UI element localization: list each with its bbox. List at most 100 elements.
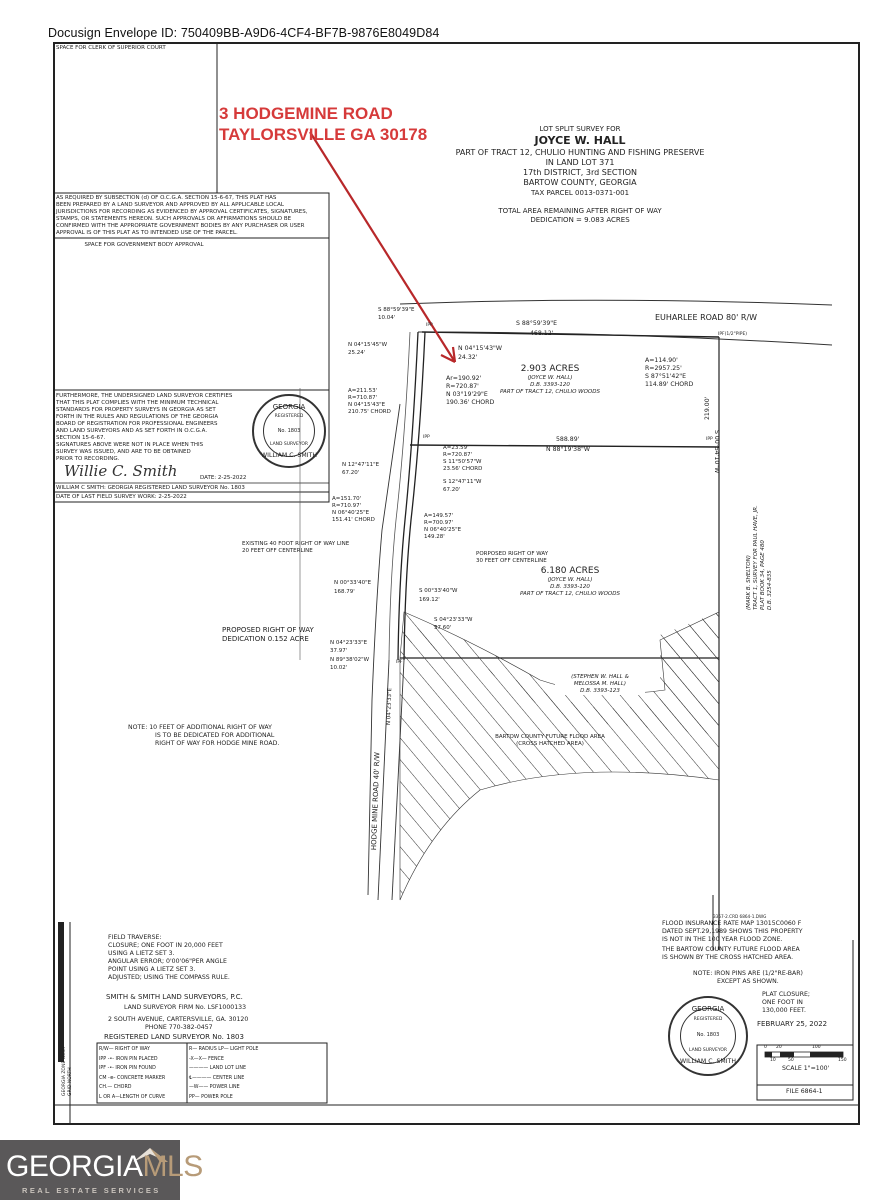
adjacent-east-line: (MARK B. SHELTON): [746, 555, 752, 610]
legend-item: IPF -•- IRON PIN FOUND: [99, 1066, 156, 1071]
ne-curve-arc: A=114.90': [645, 357, 678, 364]
plat-closure-line: 130,000 FEET.: [762, 1007, 806, 1014]
curve-3-arc: A=23.59': [443, 445, 469, 451]
seal-name: WILLIAM C. SMITH: [680, 1058, 736, 1065]
seal-inner-ring: [680, 1008, 736, 1064]
ocga-statement: AS REQUIRED BY SUBSECTION (d) OF O.C.G.A…: [56, 195, 328, 237]
title-survey-for: LOT SPLIT SURVEY FOR: [539, 125, 621, 133]
legend-item: -X—X— FENCE: [189, 1056, 224, 1062]
docusign-envelope-id: Docusign Envelope ID: 750409BB-A9D6-4CF4…: [48, 26, 440, 40]
title-district: 17th DISTRICT, 3rd SECTION: [523, 168, 637, 177]
adjacent-owner-south: (STEPHEN W. HALL & MELOSSA M. HALL) D.B.…: [555, 674, 645, 695]
surveyor-certification: FURTHERMORE, THE UNDERSIGNED LAND SURVEY…: [56, 393, 256, 463]
n3-bearing: N 04°23'33"E: [330, 640, 368, 646]
grid-note-line-2: GRID NORTH: [68, 1067, 73, 1096]
ipf-marker-sw: IPF: [396, 660, 403, 665]
dedication-line-2: DEDICATION 0.152 ACRE: [222, 634, 309, 643]
curve-2-bearing: N 04°15'43"E: [348, 402, 386, 408]
scale-tick-100: 100: [812, 1045, 821, 1050]
plat-date: FEBRUARY 25, 2022: [757, 1020, 828, 1028]
legend-right: R— RADIUS LP— LIGHT POLE -X—X— FENCE ———…: [189, 1045, 258, 1102]
curve-4-arc: A=151.70': [332, 496, 362, 502]
surveyor-seal: GEORGIA REGISTERED No. 1803 LAND SURVEYO…: [252, 394, 326, 468]
n1-distance: 67.20': [342, 470, 360, 476]
curve-4-radius: R=710.97': [332, 503, 362, 509]
flood-area-line-1: BARTOW COUNTY FUTURE FLOOD AREA: [495, 734, 605, 740]
east-distance: 219.00': [704, 396, 711, 420]
flood-area-label: BARTOW COUNTY FUTURE FLOOD AREA (CROSS H…: [470, 734, 630, 748]
legend-item: IPP -•- IRON PIN PLACED: [99, 1056, 158, 1062]
curve-2-radius: R=710.87': [348, 395, 378, 401]
legend-item: ℄———— CENTER LINE: [189, 1075, 245, 1081]
plat-closure: PLAT CLOSURE; ONE FOOT IN 130,000 FEET.: [762, 991, 810, 1015]
scale-tick-20: 20: [776, 1045, 782, 1050]
gov-approval-label: SPACE FOR GOVERNMENT BODY APPROVAL: [84, 242, 204, 248]
title-owner: JOYCE W. HALL: [534, 133, 626, 147]
scale-tick-150: 150: [838, 1058, 847, 1063]
iron-pins-note-1: NOTE: IRON PINS ARE (1/2"RE-BAR): [693, 970, 803, 977]
firm-name: SMITH & SMITH LAND SURVEYORS, P.C.: [106, 993, 243, 1001]
s1-distance: 67.20': [443, 487, 461, 493]
file-reference: 3357-2.CRD 6864-1.DWG: [713, 914, 767, 919]
n2-bearing: N 00°33'40"E: [334, 580, 372, 586]
seal-number: No. 1803: [696, 1032, 720, 1038]
traverse-line: USING A LIETZ SET 3.: [108, 950, 175, 957]
ocga-line: CONFIRMED WITH THE APPROPRIATE GOVERNMEN…: [56, 223, 305, 229]
curve-4: A=151.70' R=710.97' N 06°40'25"E 151.41'…: [332, 496, 375, 524]
certification-line: THAT THIS PLAT COMPLIES WITH THE MINIMUM…: [56, 400, 219, 406]
curve-3-radius: R=720.87': [443, 452, 473, 458]
firm-number: LAND SURVEYOR FIRM No. LSF1000133: [124, 1004, 247, 1011]
mid-distance: 588.89': [556, 436, 580, 443]
curve-3-bearing: S 11°50'57"W: [443, 459, 482, 465]
traverse-line: ANGULAR ERROR; 0'00'06"PER ANGLE: [108, 958, 227, 965]
registered-surveyor-number: REGISTERED LAND SURVEYOR No. 1803: [104, 1033, 244, 1041]
curve-3: A=23.59' R=720.87' S 11°50'57"W 23.56' C…: [443, 445, 482, 473]
tract-1-desc: PART OF TRACT 12, CHULIO WOODS: [500, 389, 600, 395]
tract-2-deed: D.B. 3393-120: [550, 584, 590, 590]
curve-4-bearing: N 06°40'25"E: [332, 510, 370, 516]
adjacent-owner-east: (MARK B. SHELTON) TRACT 1, SURVEY FOR PA…: [746, 505, 774, 610]
n4-distance: 10.02': [330, 665, 348, 671]
ne-curve-bearing: S 87°51'42"E: [645, 373, 687, 380]
total-area-line-1: TOTAL AREA REMAINING AFTER RIGHT OF WAY: [498, 207, 662, 215]
scale-label: SCALE 1"=100': [782, 1065, 830, 1072]
address-line-2: TAYLORSVILLE GA 30178: [219, 125, 428, 144]
east-bearing: S 00°54'10"W: [713, 430, 720, 474]
w2-distance: 24.32': [458, 354, 478, 361]
curve-5-bearing: N 06°40'25"E: [424, 527, 462, 533]
seal-number: No. 1803: [277, 428, 301, 434]
georgia-mls-wordmark: GEORGIAMLS: [6, 1151, 203, 1183]
address-callout: 3 HODGEMINE ROAD TAYLORSVILLE GA 30178: [219, 103, 427, 145]
flood-note-line: IS SHOWN BY THE CROSS HATCHED AREA.: [662, 954, 794, 961]
ocga-line: APPROVAL IS OF THIS PLAT AS TO INTENDED …: [56, 230, 238, 236]
row-note-line: RIGHT OF WAY FOR HODGE MINE ROAD.: [155, 740, 280, 747]
curve-3-chord: 23.56' CHORD: [443, 466, 483, 472]
legend-item: R— RADIUS LP— LIGHT POLE: [189, 1047, 259, 1052]
curve-2-chord: 210.75' CHORD: [348, 409, 391, 415]
traverse-line: CLOSURE; ONE FOOT IN 20,000 FEET: [108, 942, 223, 949]
plat-closure-line: ONE FOOT IN: [762, 999, 803, 1006]
seal-state: GEORGIA: [272, 403, 306, 411]
tract-2-owner: (JOYCE W. HALL): [547, 577, 593, 583]
tract-1: 2.903 ACRES (JOYCE W. HALL) D.B. 3393-12…: [470, 364, 630, 396]
ne-curve-radius: R=2957.25': [645, 365, 682, 372]
surveyor-seal-bottom: GEORGIA REGISTERED No. 1803 LAND SURVEYO…: [668, 996, 748, 1076]
curve-1-arc: Ar=190.92': [446, 375, 482, 382]
title-county: BARTOW COUNTY, GEORGIA: [523, 178, 637, 187]
legend-item: PP— POWER POLE: [189, 1094, 233, 1100]
surveyor-signature: Willie C. Smith: [64, 462, 178, 480]
tract-1-acres: 2.903 ACRES: [520, 364, 580, 374]
adjacent-south-line: (STEPHEN W. HALL &: [571, 674, 629, 680]
existing-row-label: EXISTING 40 FOOT RIGHT OF WAY LINE 20 FE…: [242, 541, 349, 555]
ipp-marker-nw: IPP: [426, 323, 433, 328]
title-block: LOT SPLIT SURVEY FOR JOYCE W. HALL: [430, 125, 730, 147]
curve-1-radius: R=720.87': [446, 383, 479, 390]
row-note-line: NOTE: 10 FEET OF ADDITIONAL RIGHT OF WAY: [128, 724, 272, 731]
certification-line: BOARD OF REGISTRATION FOR PROFESSIONAL E…: [56, 421, 218, 427]
row-note-line: IS TO BE DEDICATED FOR ADDITIONAL: [155, 732, 275, 739]
dedication-line-1: PROPOSED RIGHT OF WAY: [222, 626, 314, 634]
seal-name: WILLIAM C. SMITH: [261, 452, 317, 459]
clerk-space-label: SPACE FOR CLERK OF SUPERIOR COURT: [56, 45, 166, 51]
euharlee-road-label: EUHARLEE ROAD 80' R/W: [655, 313, 758, 322]
certification-line: SECTION 15-6-67.: [56, 435, 106, 441]
